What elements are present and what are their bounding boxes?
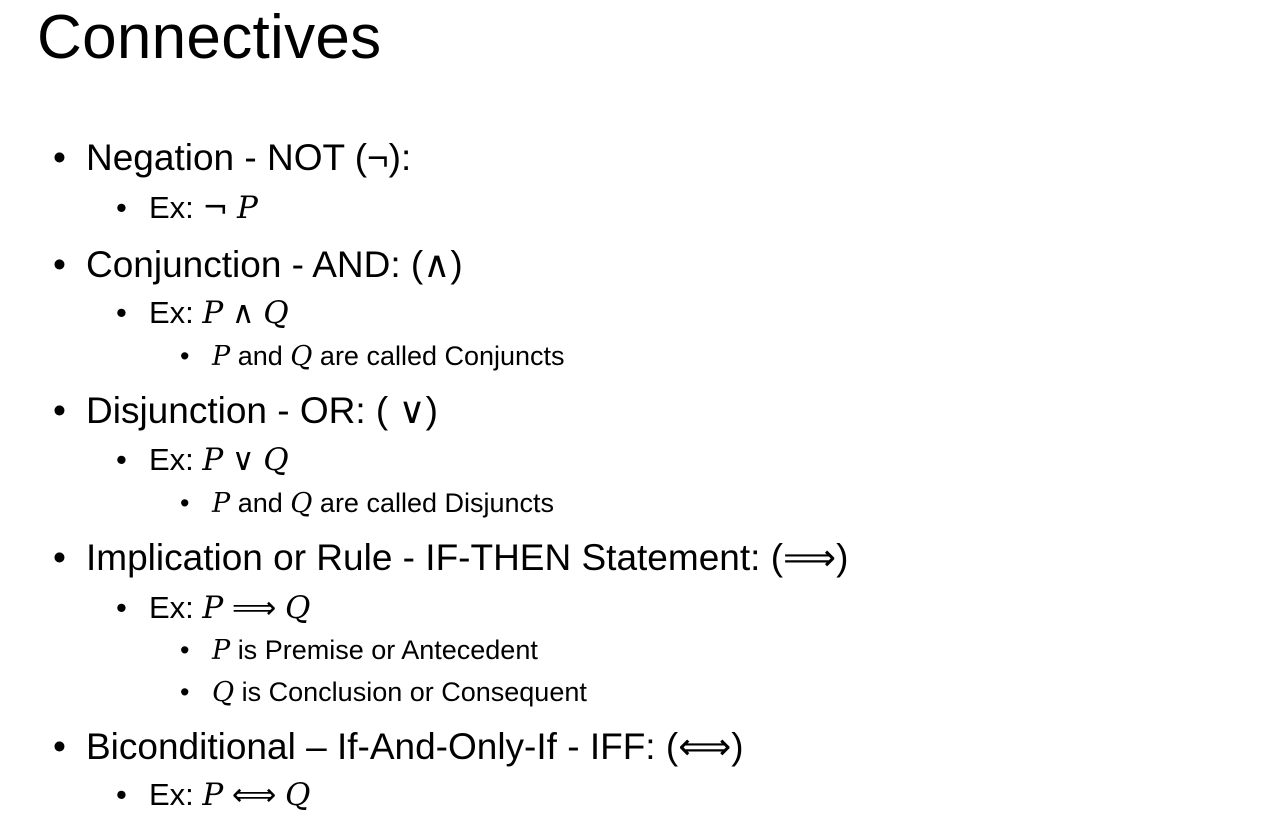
bullet-icon: •	[116, 295, 127, 330]
premise-label: is Premise or Antecedent	[237, 635, 538, 665]
bullet-icon: •	[116, 590, 127, 625]
example-label: Ex:	[149, 590, 194, 625]
bullet-icon: •	[53, 244, 66, 285]
bullet-icon: •	[116, 442, 127, 477]
var-p: P	[212, 341, 231, 372]
disjunction-heading: Disjunction - OR: ( ∨)	[86, 390, 438, 431]
slide-title: Connectives	[37, 3, 382, 72]
bullet-icon: •	[180, 635, 190, 665]
var-p: P	[212, 488, 231, 519]
bullet-icon: •	[53, 537, 66, 578]
iff-symbol: ⟺	[231, 777, 277, 813]
bullet-icon: •	[53, 390, 66, 431]
example-label: Ex:	[149, 190, 194, 225]
not-symbol: ¬	[202, 190, 229, 226]
biconditional-example-text: Ex: P ⟺ Q	[149, 776, 310, 814]
example-label: Ex:	[149, 777, 194, 812]
disjunction-example-text: Ex: P ∨ Q	[149, 441, 289, 479]
var-q: Q	[290, 488, 313, 519]
and-symbol: ∧	[231, 295, 255, 331]
bullet-icon: •	[116, 777, 127, 812]
var-q: Q	[263, 295, 289, 331]
and-word: and	[237, 341, 283, 371]
bullet-icon: •	[53, 137, 66, 178]
conclusion-label: is Conclusion or Consequent	[241, 677, 587, 707]
bullet-icon: •	[180, 488, 190, 518]
conjunction-example-text: Ex: P ∧ Q	[149, 294, 289, 332]
var-q: Q	[290, 341, 313, 372]
var-q: Q	[263, 442, 289, 478]
premise-note-text: P is Premise or Antecedent	[212, 633, 538, 668]
var-q: Q	[212, 677, 235, 708]
var-p: P	[202, 777, 224, 813]
or-symbol: ∨	[231, 442, 255, 478]
conjuncts-label: are called Conjuncts	[319, 341, 565, 371]
var-q: Q	[284, 777, 311, 813]
implication-heading: Implication or Rule - IF-THEN Statement:…	[86, 537, 849, 578]
var-q: Q	[284, 590, 311, 626]
example-label: Ex:	[149, 442, 194, 477]
bullet-icon: •	[53, 726, 66, 767]
implication-example-text: Ex: P ⟹ Q	[149, 589, 310, 627]
disjuncts-label: are called Disjuncts	[319, 488, 555, 518]
negation-example-text: Ex: ¬ P	[149, 189, 258, 227]
conclusion-note-text: Q is Conclusion or Consequent	[212, 675, 587, 710]
var-p: P	[202, 590, 224, 626]
negation-heading: Negation - NOT (¬):	[86, 137, 412, 178]
conjunction-heading: Conjunction - AND: (∧)	[86, 244, 463, 285]
implies-symbol: ⟹	[231, 590, 277, 626]
and-word: and	[237, 488, 283, 518]
var-p: P	[237, 190, 258, 226]
var-p: P	[202, 442, 224, 478]
example-label: Ex:	[149, 295, 194, 330]
disjuncts-note-text: P and Q are called Disjuncts	[212, 486, 554, 521]
biconditional-heading: Biconditional – If-And-Only-If - IFF: (⟺…	[86, 726, 744, 767]
bullet-icon: •	[180, 677, 190, 707]
var-p: P	[202, 295, 224, 331]
var-p: P	[212, 635, 231, 666]
conjuncts-note-text: P and Q are called Conjuncts	[212, 339, 565, 374]
bullet-icon: •	[180, 341, 190, 371]
bullet-icon: •	[116, 190, 127, 225]
